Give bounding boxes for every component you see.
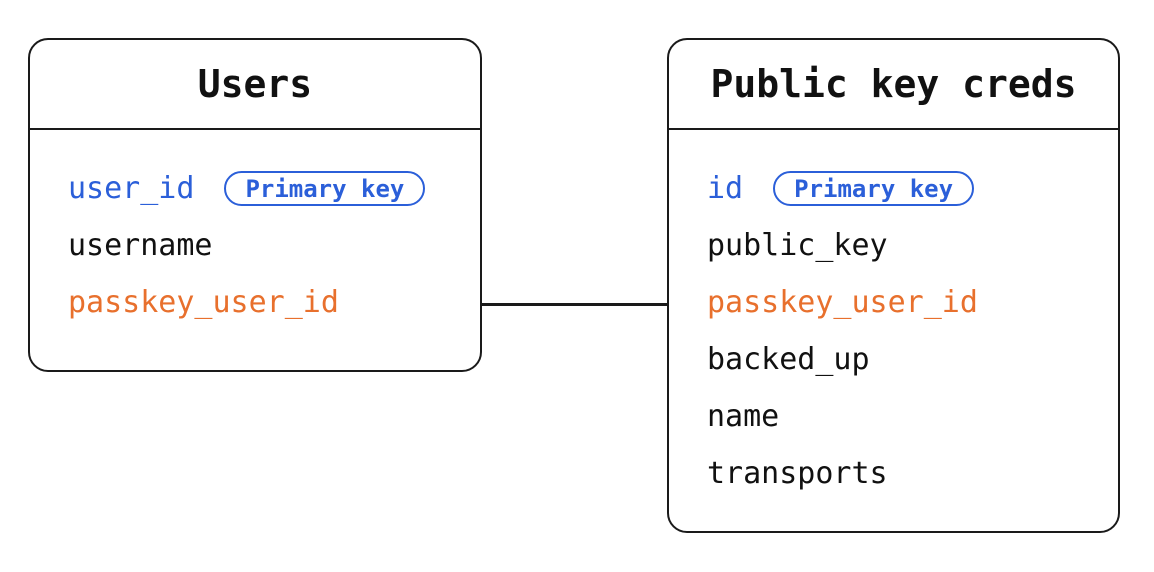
public-key-creds-table-box: Public key creds id Primary key public_key… [667,38,1120,533]
public-key-creds-table-title: Public key creds [710,62,1077,106]
field-name: id [707,171,744,206]
field-name: transports [707,456,888,491]
field-row: username [68,217,480,274]
field-row: name [707,388,1118,445]
primary-key-badge: Primary key [224,171,426,206]
users-table-box: Users user_id Primary key username passkey_… [28,38,482,372]
field-row: passkey_user_id [68,274,480,331]
field-name: passkey_user_id [68,285,339,320]
field-row: user_id Primary key [68,160,480,217]
field-row: id Primary key [707,160,1118,217]
users-table-fields: user_id Primary key username passkey_user_i… [30,130,480,331]
primary-key-badge: Primary key [773,171,975,206]
users-table-title: Users [197,62,313,106]
users-table-header: Users [30,40,480,130]
field-row: public_key [707,217,1118,274]
relationship-line [482,303,667,306]
field-row: backed_up [707,331,1118,388]
field-row: transports [707,445,1118,502]
field-name: backed_up [707,342,870,377]
field-name: public_key [707,228,888,263]
field-name: username [68,228,213,263]
field-name: user_id [68,171,195,206]
field-row: passkey_user_id [707,274,1118,331]
field-name: passkey_user_id [707,285,978,320]
public-key-creds-table-header: Public key creds [669,40,1118,130]
field-name: name [707,399,780,434]
